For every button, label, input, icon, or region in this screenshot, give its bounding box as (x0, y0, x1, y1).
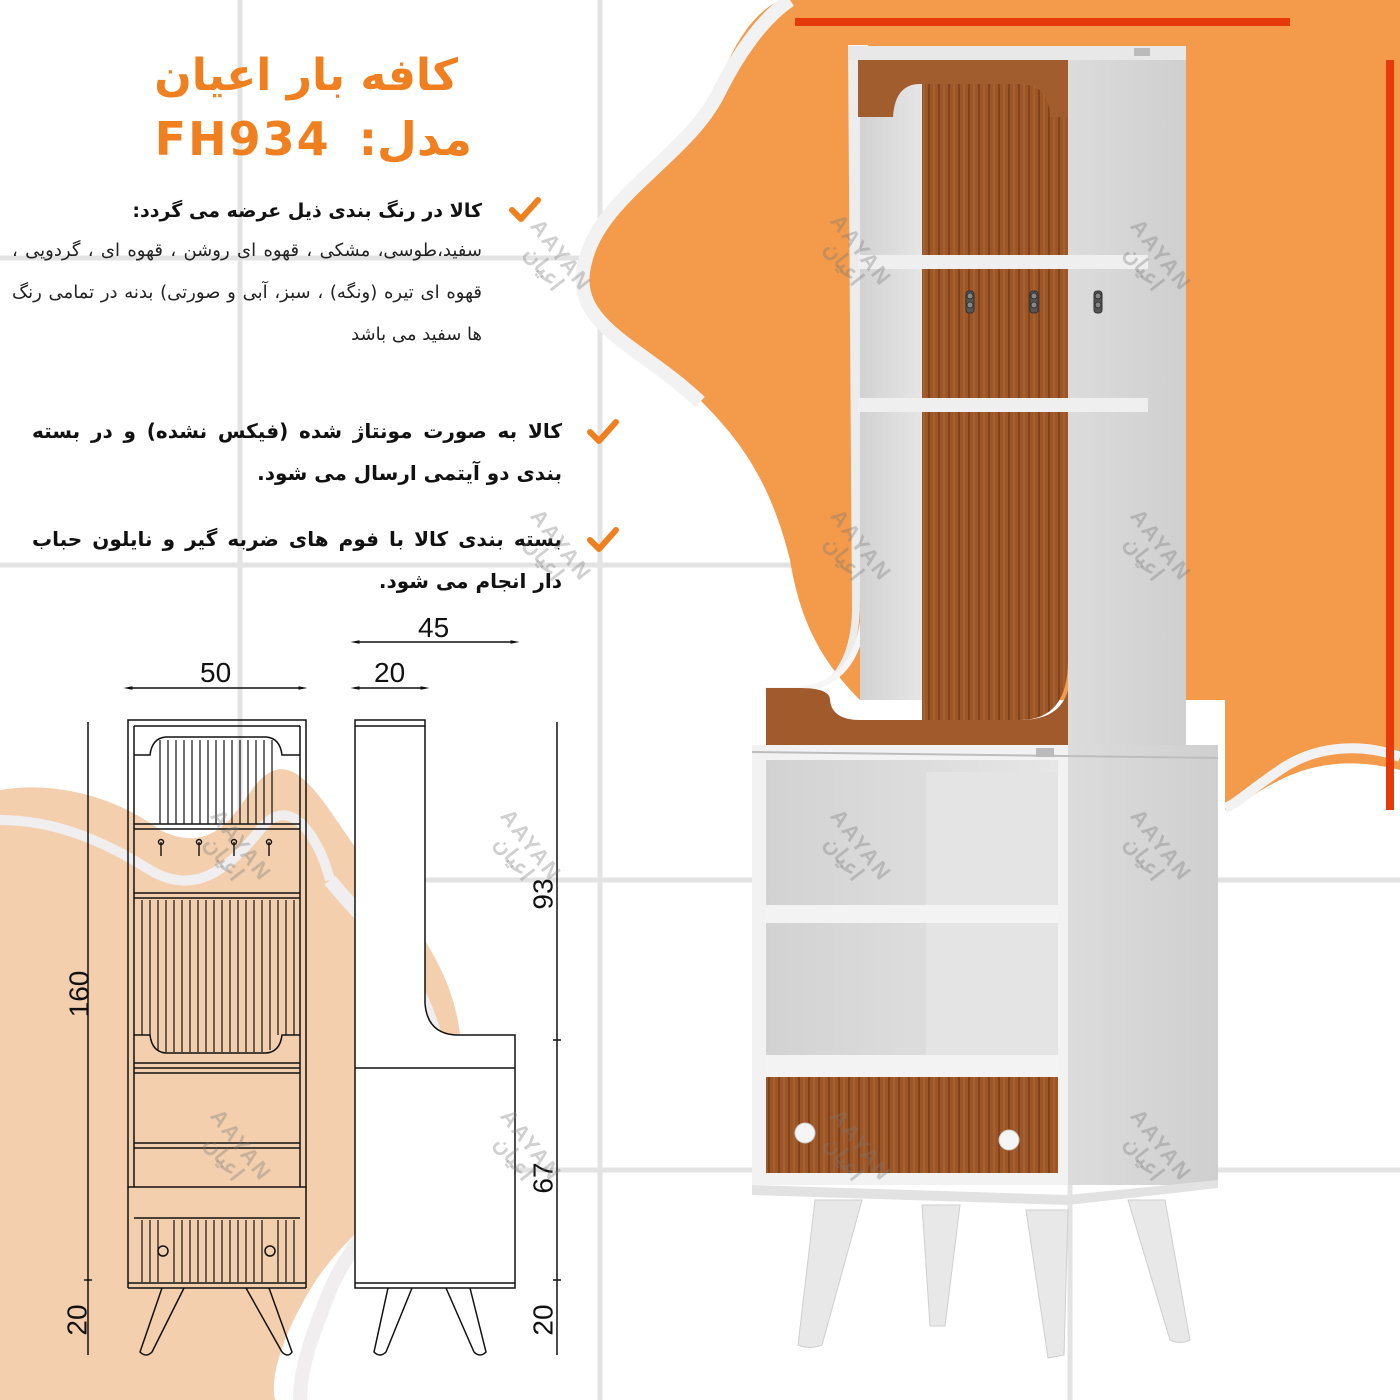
check-icon (587, 527, 619, 552)
hook-icons (965, 290, 1103, 314)
cabinet-legs (797, 1199, 1191, 1359)
check-icon (587, 419, 619, 444)
model-label: مدل: (358, 112, 472, 166)
brand-badge (1036, 748, 1054, 757)
dim-side-top-depth: 20 (374, 657, 406, 688)
product-render (751, 45, 1219, 1359)
dim-leg-height-front: 20 (61, 1304, 93, 1336)
model-heading: مدل: FH934 (155, 112, 472, 166)
feature-heading: کالا به صورت مونتاژ شده (فیکس نشده) و در… (32, 419, 562, 485)
feature-item-packaging: بسته بندی کالا با فوم های ضربه گیر و نای… (32, 518, 619, 602)
check-icon (509, 197, 541, 222)
knob-icon (794, 1122, 816, 1144)
dim-lower-height: 67 (527, 1162, 559, 1194)
dim-total-height: 160 (63, 970, 95, 1018)
brand-badge (1134, 48, 1150, 56)
side-view (354, 719, 516, 1356)
technical-drawing (84, 640, 561, 1356)
feature-item-colors: کالا در رنگ بندی ذیل عرضه می گردد: سفید،… (12, 192, 541, 356)
orange-blob-bottom-left (0, 769, 462, 1400)
feature-heading: بسته بندی کالا با فوم های ضربه گیر و نای… (32, 527, 562, 593)
feature-heading: کالا در رنگ بندی ذیل عرضه می گردد: (132, 200, 482, 222)
dim-leg-height-side: 20 (527, 1304, 559, 1336)
knob-icon (998, 1129, 1020, 1151)
dim-side-total-depth: 45 (418, 612, 450, 643)
model-code: FH934 (154, 112, 331, 166)
hook-icons (157, 838, 273, 856)
dim-upper-height: 93 (527, 878, 559, 910)
feature-item-assembly: کالا به صورت مونتاژ شده (فیکس نشده) و در… (32, 410, 619, 494)
feature-body: سفید،طوسی، مشکی ، قهوه ای روشن ، قهوه ای… (12, 240, 482, 345)
product-name-heading: کافه بار اعیان (154, 50, 458, 101)
drawer-front (766, 1077, 1058, 1173)
front-view (127, 719, 307, 1356)
dim-front-width: 50 (200, 657, 232, 688)
